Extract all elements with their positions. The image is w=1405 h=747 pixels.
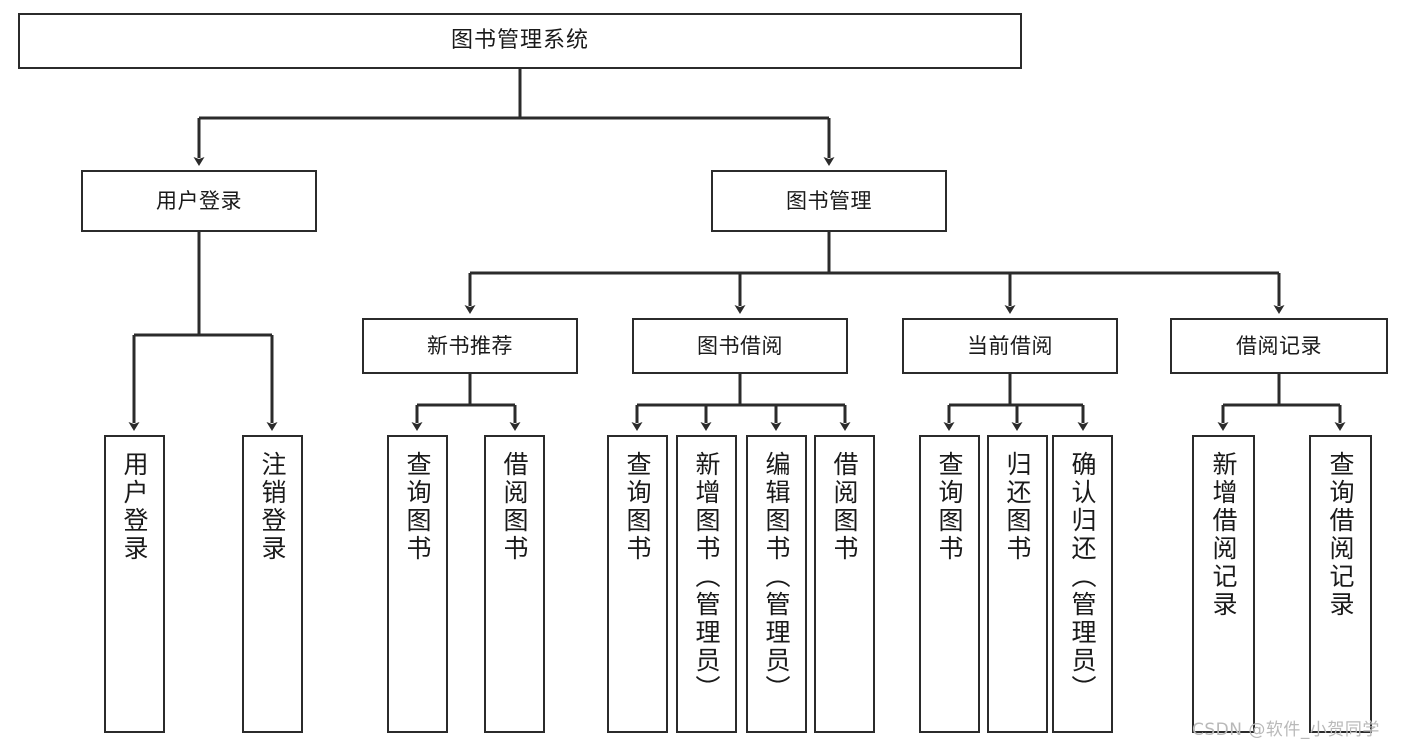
node-new-book-recommend[interactable]: 新书推荐 xyxy=(362,318,578,374)
node-leaf-query-book-2-label: 查询图书 xyxy=(623,451,652,563)
node-book-manage[interactable]: 图书管理 xyxy=(711,170,947,232)
node-leaf-add-record[interactable]: 新增借阅记录 xyxy=(1192,435,1255,733)
node-book-borrow-label: 图书借阅 xyxy=(697,333,783,358)
node-book-manage-label: 图书管理 xyxy=(786,188,872,213)
node-leaf-logout[interactable]: 注销登录 xyxy=(242,435,303,733)
node-leaf-add-record-label: 新增借阅记录 xyxy=(1209,451,1238,619)
node-leaf-query-record-label: 查询借阅记录 xyxy=(1326,451,1355,619)
node-leaf-query-book-3[interactable]: 查询图书 xyxy=(919,435,980,733)
node-current-borrow-label: 当前借阅 xyxy=(967,333,1053,358)
node-leaf-user-login-label: 用户登录 xyxy=(120,451,149,563)
node-leaf-add-book-label: 新增图书（管理员） xyxy=(692,451,721,703)
node-leaf-confirm-return[interactable]: 确认归还（管理员） xyxy=(1052,435,1113,733)
node-borrow-record[interactable]: 借阅记录 xyxy=(1170,318,1388,374)
node-leaf-return-book-label: 归还图书 xyxy=(1003,451,1032,563)
node-user-login[interactable]: 用户登录 xyxy=(81,170,317,232)
node-root[interactable]: 图书管理系统 xyxy=(18,13,1022,69)
node-leaf-logout-label: 注销登录 xyxy=(258,451,287,563)
node-leaf-user-login[interactable]: 用户登录 xyxy=(104,435,165,733)
watermark-text: CSDN @软件_小贺同学 xyxy=(1192,720,1380,740)
node-leaf-borrow-book-2[interactable]: 借阅图书 xyxy=(814,435,875,733)
node-leaf-query-book-3-label: 查询图书 xyxy=(935,451,964,563)
node-root-label: 图书管理系统 xyxy=(450,28,589,54)
node-book-borrow[interactable]: 图书借阅 xyxy=(632,318,848,374)
node-leaf-add-book[interactable]: 新增图书（管理员） xyxy=(676,435,737,733)
node-leaf-borrow-book-2-label: 借阅图书 xyxy=(830,451,859,563)
node-leaf-confirm-return-label: 确认归还（管理员） xyxy=(1068,451,1097,703)
node-leaf-query-book-1[interactable]: 查询图书 xyxy=(387,435,448,733)
node-leaf-query-book-2[interactable]: 查询图书 xyxy=(607,435,668,733)
node-current-borrow[interactable]: 当前借阅 xyxy=(902,318,1118,374)
node-leaf-borrow-book-1-label: 借阅图书 xyxy=(500,451,529,563)
node-new-book-recommend-label: 新书推荐 xyxy=(427,333,513,358)
node-leaf-return-book[interactable]: 归还图书 xyxy=(987,435,1048,733)
node-borrow-record-label: 借阅记录 xyxy=(1236,333,1322,358)
node-leaf-query-record[interactable]: 查询借阅记录 xyxy=(1309,435,1372,733)
node-user-login-label: 用户登录 xyxy=(156,188,242,213)
node-leaf-edit-book[interactable]: 编辑图书（管理员） xyxy=(746,435,807,733)
node-leaf-query-book-1-label: 查询图书 xyxy=(403,451,432,563)
node-leaf-edit-book-label: 编辑图书（管理员） xyxy=(762,451,791,703)
node-leaf-borrow-book-1[interactable]: 借阅图书 xyxy=(484,435,545,733)
